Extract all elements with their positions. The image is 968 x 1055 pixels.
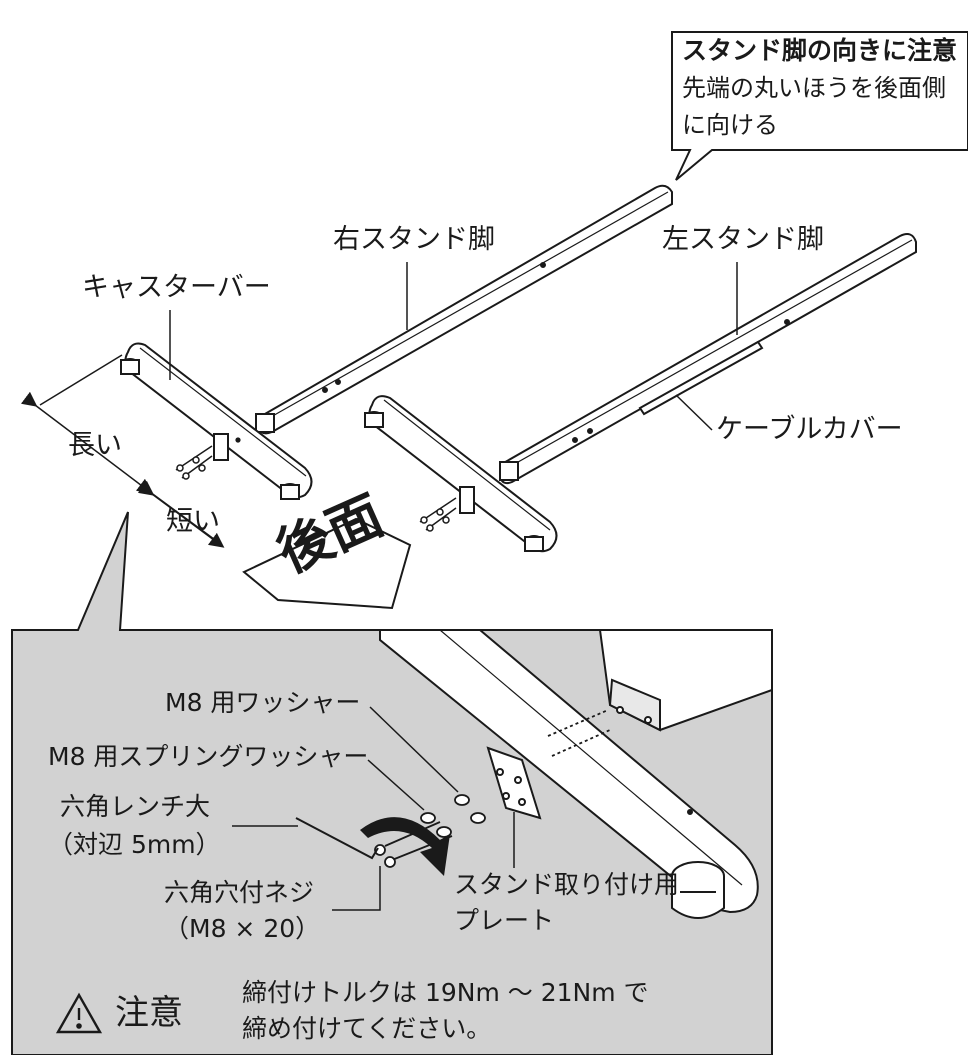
callout-line2: に向ける: [682, 111, 778, 139]
hex-wrench-label-1: 六角レンチ大: [60, 792, 211, 821]
short-label: 短い: [166, 506, 220, 537]
detail-plate: [486, 746, 542, 820]
hex-bolt-label-2: （M8 × 20）: [164, 914, 321, 943]
screws-left: [175, 445, 213, 480]
left-leg-label: 左スタンド脚: [662, 224, 824, 255]
caster-bar-label: キャスターバー: [82, 272, 271, 303]
cable-cover-label: ケーブルカバー: [716, 414, 903, 445]
screws-right: [419, 497, 457, 532]
detail-caster: [671, 861, 725, 919]
callout-line1: 先端の丸いほうを後面側: [682, 74, 946, 102]
caster-bar-right: [364, 395, 558, 553]
leader-lines: [169, 262, 738, 431]
warning-icon: [55, 992, 103, 1034]
detail-hardware: [374, 709, 611, 868]
caution-line2: 締め付けてください。: [242, 1014, 492, 1043]
detail-leaders: [232, 706, 515, 911]
right-stand-leg: [255, 184, 673, 435]
hex-wrench: [295, 817, 379, 860]
plate-label-2: プレート: [454, 906, 555, 935]
hex-wrench-label-2: （対辺 5mm）: [48, 830, 221, 859]
long-label: 長い: [68, 430, 122, 461]
cable-cover: [638, 340, 764, 416]
caution-line1: 締付けトルクは 19Nm ～ 21Nm で: [242, 978, 649, 1007]
caster-bar-left: [120, 342, 313, 500]
left-stand-leg: [499, 233, 917, 485]
right-leg-label: 右スタンド脚: [333, 224, 495, 255]
tighten-arrow: [360, 817, 450, 876]
rear-badge: [242, 517, 412, 610]
callout-bubble: [671, 31, 968, 181]
dimension-lines: [20, 354, 225, 548]
hex-bolt-label-1: 六角穴付ネジ: [164, 878, 315, 907]
m8-washer-label: M8 用ワッシャー: [165, 688, 361, 717]
detail-bar: [379, 629, 759, 914]
caution-word: 注意: [115, 993, 183, 1033]
callout-title: スタンド脚の向きに注意: [682, 36, 958, 65]
plate-label-1: スタンド取り付け用: [454, 870, 680, 899]
detail-tube: [598, 629, 773, 732]
m8-spring-washer-label: M8 用スプリングワッシャー: [48, 742, 369, 771]
